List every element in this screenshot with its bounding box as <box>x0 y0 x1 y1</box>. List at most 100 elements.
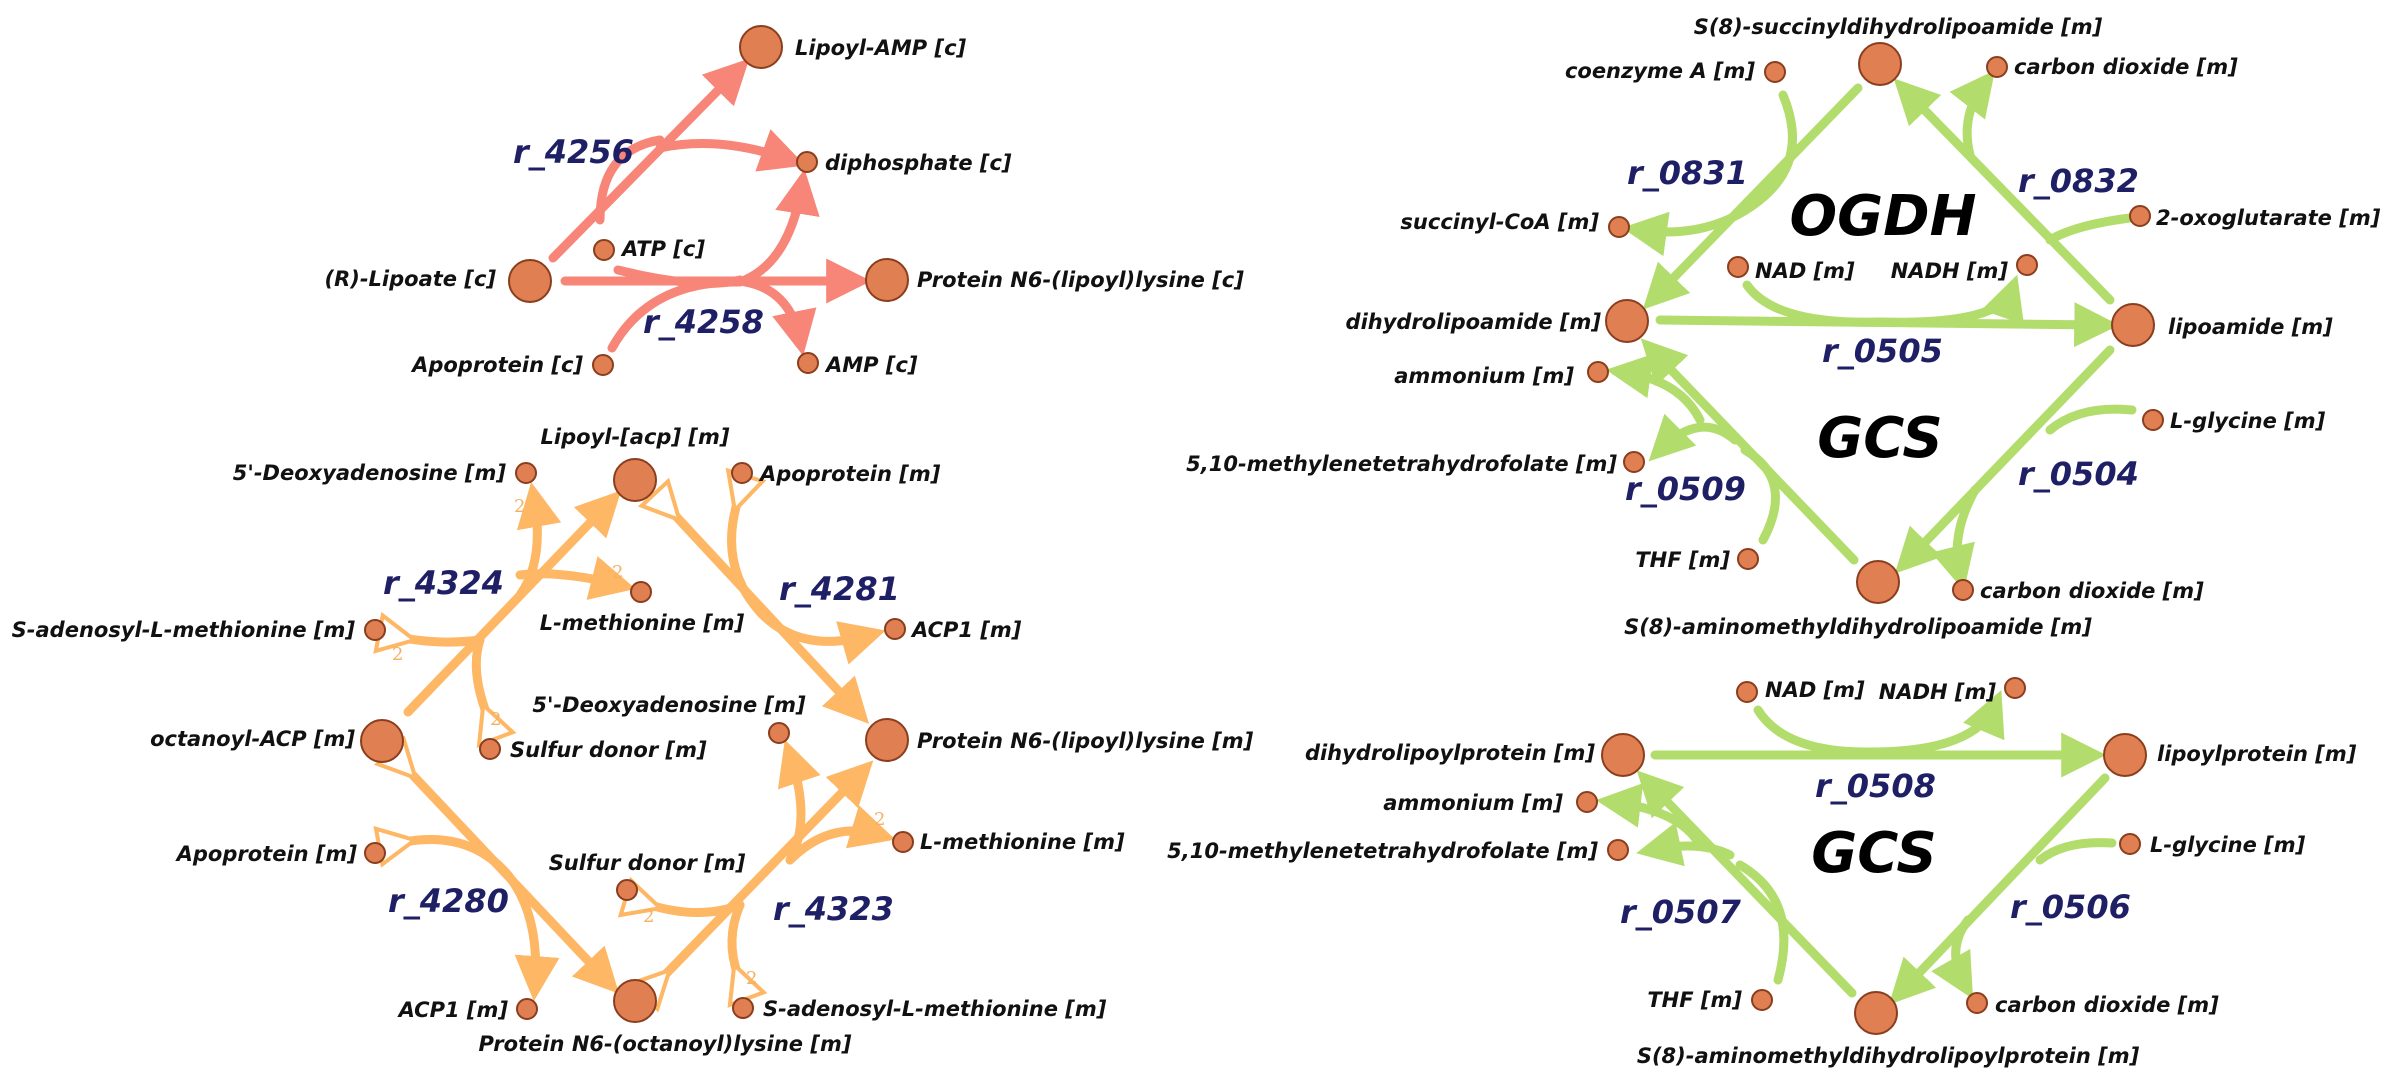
reaction-label-r4280[interactable]: r_4280 <box>388 882 509 920</box>
node-amp-c[interactable] <box>797 352 819 374</box>
reaction-label-r4256[interactable]: r_4256 <box>513 133 634 171</box>
reaction-label-r4324[interactable]: r_4324 <box>383 564 504 602</box>
node-r-lipoate-c[interactable] <box>508 259 552 303</box>
label-deoxyadenosine-m-1: 5'-Deoxyadenosine [m] <box>233 461 507 485</box>
node-l-glycine-m-1[interactable] <box>2142 409 2164 431</box>
label-dihydrolipoamide-m: dihydrolipoamide [m] <box>1346 310 1602 334</box>
node-deoxyadenosine-m-1[interactable] <box>515 462 537 484</box>
edge-atp-to-lipoyl-amp <box>595 135 665 225</box>
edge-sam-2-to-r4323 <box>727 900 768 1008</box>
label-l-glycine-m-2: L-glycine [m] <box>2150 833 2306 857</box>
node-sam-m-1[interactable] <box>364 619 386 641</box>
node-ammonium-m-1[interactable] <box>1587 361 1609 383</box>
edge-r0507-to-ammonium-2 <box>1595 783 1705 850</box>
node-dihydrolipoylprotein-m[interactable] <box>1601 733 1645 777</box>
edge-apoprotein-c-to-r4258 <box>607 277 745 353</box>
edge-to-diphosphate <box>655 129 806 172</box>
label-nadh-m-1: NADH [m] <box>1891 259 2009 283</box>
node-protein-lipoyllysine-m[interactable] <box>865 718 909 762</box>
node-atp-c[interactable] <box>593 239 615 261</box>
label-l-methionine-m-2: L-methionine [m] <box>920 830 1125 854</box>
edge-thf-to-r0509 <box>1740 445 1780 545</box>
reaction-label-r4258[interactable]: r_4258 <box>643 303 764 341</box>
node-nad-m-2[interactable] <box>1736 681 1758 703</box>
node-protein-lipoyllysine-c[interactable] <box>865 258 909 302</box>
node-thf-m-2[interactable] <box>1751 989 1773 1011</box>
node-s8-aminomethyldihydrolipoamide[interactable] <box>1856 560 1900 604</box>
edge-r0507-to-mthf-2 <box>1636 822 1735 867</box>
reaction-label-r0507[interactable]: r_0507 <box>1620 893 1742 931</box>
label-nad-m-1: NAD [m] <box>1755 259 1855 283</box>
edge-r4280-to-acp1 <box>503 870 560 1002</box>
node-apoprotein-c[interactable] <box>592 354 614 376</box>
node-apoprotein-m-1[interactable] <box>731 462 753 484</box>
node-deoxyadenosine-m-2[interactable] <box>768 722 790 744</box>
node-apoprotein-m-2[interactable] <box>364 842 386 864</box>
node-mthf-m-2[interactable] <box>1607 839 1629 861</box>
node-lipoyl-amp-c[interactable] <box>739 25 783 69</box>
label-octanoyl-acp-m: octanoyl-ACP [m] <box>150 727 355 751</box>
edge-octanoyl-acp-to-lipoyl-acp <box>403 490 622 717</box>
node-lipoylprotein-m[interactable] <box>2103 733 2147 777</box>
label-atp-c: ATP [c] <box>620 237 705 261</box>
group-labels: OGDH GCS GCS <box>1790 184 1977 886</box>
node-sulfur-donor-m-2[interactable] <box>616 879 638 901</box>
node-dihydrolipoamide-m[interactable] <box>1605 299 1649 343</box>
reaction-label-r0506[interactable]: r_0506 <box>2010 888 2131 926</box>
node-s8-succinyldihydrolipoamide[interactable] <box>1858 42 1902 86</box>
group-label-ogdh: OGDH <box>1790 184 1977 249</box>
node-nad-m-1[interactable] <box>1727 256 1749 278</box>
reaction-label-r0504[interactable]: r_0504 <box>2018 455 2139 493</box>
node-oxoglutarate-m[interactable] <box>2129 205 2151 227</box>
node-s8-aminomethyldihydrolipoylprotein[interactable] <box>1854 991 1898 1035</box>
node-thf-m-1[interactable] <box>1737 548 1759 570</box>
node-lipoamide-m[interactable] <box>2111 303 2155 347</box>
node-succinyl-coa-m[interactable] <box>1608 216 1630 238</box>
node-co2-m-3[interactable] <box>1966 992 1988 1014</box>
label-s8-succinyldihydrolipoamide: S(8)-succinyldihydrolipoamide [m] <box>1694 15 2103 39</box>
label-protein-lipoyllysine-m: Protein N6-(lipoyl)lysine [m] <box>917 729 1254 753</box>
label-diphosphate-c: diphosphate [c] <box>825 151 1012 175</box>
metabolite-labels: Lipoyl-AMP [c] diphosphate [c] ATP [c] (… <box>12 15 2381 1068</box>
edge-coenzyme-a-to-r0831 <box>1755 90 1797 205</box>
label-s8-aminomethyldihydrolipoamide: S(8)-aminomethyldihydrolipoamide [m] <box>1624 615 2092 639</box>
edge-r4324-to-deoxyadenosine <box>515 482 562 600</box>
label-sulfur-donor-m-1: Sulfur donor [m] <box>510 738 707 762</box>
reaction-label-r0508[interactable]: r_0508 <box>1815 767 1936 805</box>
edge-apoprotein-m2-to-r4280 <box>373 825 513 880</box>
label-protein-lipoyllysine-c: Protein N6-(lipoyl)lysine [c] <box>917 268 1244 292</box>
node-nadh-m-1[interactable] <box>2016 254 2038 276</box>
reaction-label-r0832[interactable]: r_0832 <box>2018 162 2139 200</box>
reaction-label-r0505[interactable]: r_0505 <box>1822 332 1943 370</box>
label-lipoyl-acp-m: Lipoyl-[acp] [m] <box>541 425 730 449</box>
label-thf-m-2: THF [m] <box>1647 988 1742 1012</box>
node-l-methionine-m-2[interactable] <box>892 831 914 853</box>
ogdh-gcs-module <box>1595 70 2137 1005</box>
node-octanoyl-acp-m[interactable] <box>360 719 404 763</box>
node-co2-m-1[interactable] <box>1986 56 2008 78</box>
node-l-methionine-m-1[interactable] <box>630 581 652 603</box>
label-thf-m-1: THF [m] <box>1635 548 1730 572</box>
node-diphosphate-c[interactable] <box>796 151 818 173</box>
node-sulfur-donor-m-1[interactable] <box>479 738 501 760</box>
reaction-label-r4281[interactable]: r_4281 <box>779 570 900 608</box>
label-sulfur-donor-m-2: Sulfur donor [m] <box>549 851 746 875</box>
edge-thf-2-to-r0507 <box>1735 860 1789 985</box>
node-acp1-m-1[interactable] <box>884 618 906 640</box>
edge-r0505-to-nadh <box>1875 274 2024 327</box>
node-sam-m-2[interactable] <box>732 997 754 1019</box>
node-acp1-m-2[interactable] <box>516 998 538 1020</box>
reaction-label-r0509[interactable]: r_0509 <box>1625 470 1746 508</box>
node-nadh-m-2[interactable] <box>2004 677 2026 699</box>
node-l-glycine-m-2[interactable] <box>2119 833 2141 855</box>
node-co2-m-2[interactable] <box>1952 579 1974 601</box>
reaction-label-r4323[interactable]: r_4323 <box>773 890 894 928</box>
label-mthf-m-1: 5,10-methylenetetrahydrofolate [m] <box>1186 452 1617 476</box>
node-mthf-m-1[interactable] <box>1623 451 1645 473</box>
reaction-label-r0831[interactable]: r_0831 <box>1627 154 1748 192</box>
node-lipoyl-acp-m[interactable] <box>613 458 657 502</box>
node-coenzyme-a-m[interactable] <box>1764 61 1786 83</box>
node-ammonium-m-2[interactable] <box>1576 791 1598 813</box>
node-protein-octanoyllysine-m[interactable] <box>613 979 657 1023</box>
stoichiometry-labels: 2 2 2 2 2 2 2 <box>392 496 885 989</box>
